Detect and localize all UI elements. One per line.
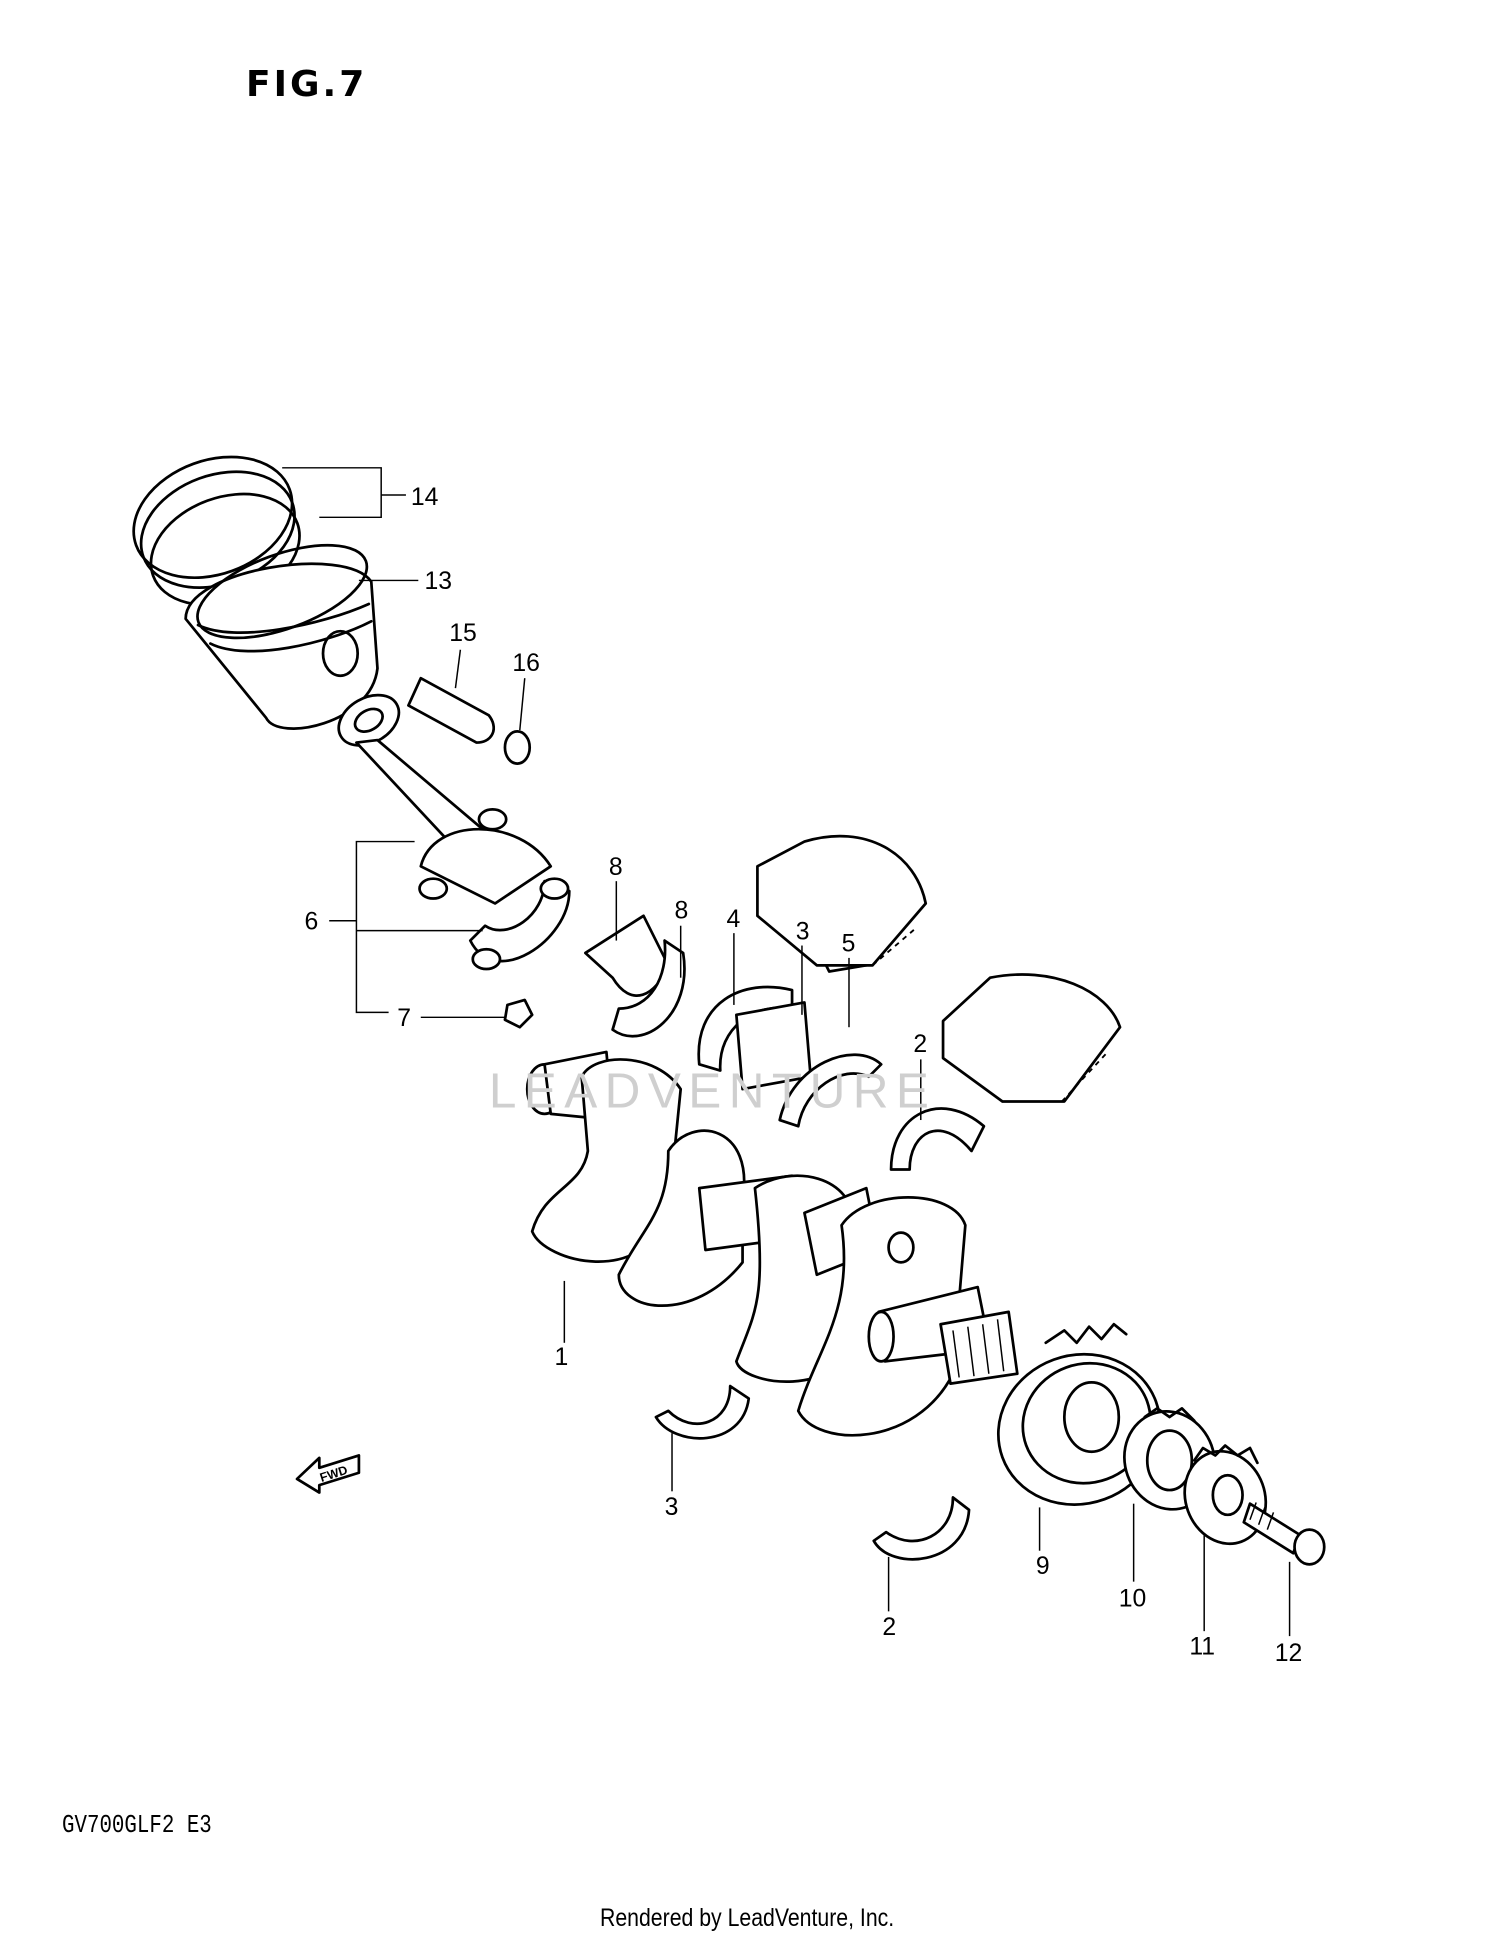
callout-15: 15 xyxy=(449,620,477,647)
model-code: GV700GLF2 E3 xyxy=(62,1810,212,1840)
primary-drive-gear xyxy=(996,1322,1162,1506)
crankshaft xyxy=(525,1050,1019,1437)
piston-pin xyxy=(407,676,532,765)
forward-direction-arrow: FWD xyxy=(295,1454,361,1494)
callout-3a: 3 xyxy=(796,918,810,945)
callout-13: 13 xyxy=(424,568,452,595)
callout-2a: 2 xyxy=(913,1031,927,1058)
footer-credit: Rendered by LeadVenture, Inc. xyxy=(600,1904,895,1932)
callout-5: 5 xyxy=(842,931,856,958)
callout-12: 12 xyxy=(1275,1640,1303,1667)
watermark: LEADVENTURE xyxy=(489,1064,937,1119)
callout-11: 11 xyxy=(1189,1634,1215,1661)
callout-9: 9 xyxy=(1036,1553,1050,1580)
figure-title: FIG.7 xyxy=(246,64,368,105)
callout-14: 14 xyxy=(411,484,439,511)
callout-labels: 14 13 15 16 6 7 8 8 4 3 5 2 1 3 2 9 10 1… xyxy=(304,484,1302,1667)
callout-2b: 2 xyxy=(882,1614,896,1641)
connecting-rod xyxy=(337,693,571,1029)
callout-16: 16 xyxy=(512,650,540,677)
callout-8a: 8 xyxy=(609,854,623,881)
callout-10: 10 xyxy=(1119,1585,1147,1612)
callout-3b: 3 xyxy=(665,1494,679,1521)
callout-8b: 8 xyxy=(674,897,688,924)
cylinder-outlines xyxy=(756,834,1122,1103)
leader-lines xyxy=(282,467,1291,1637)
callout-1: 1 xyxy=(554,1344,568,1371)
callout-7: 7 xyxy=(397,1005,411,1032)
callout-4: 4 xyxy=(726,906,740,933)
piston xyxy=(184,543,379,730)
callout-6: 6 xyxy=(304,908,318,935)
bolt xyxy=(1242,1502,1326,1566)
